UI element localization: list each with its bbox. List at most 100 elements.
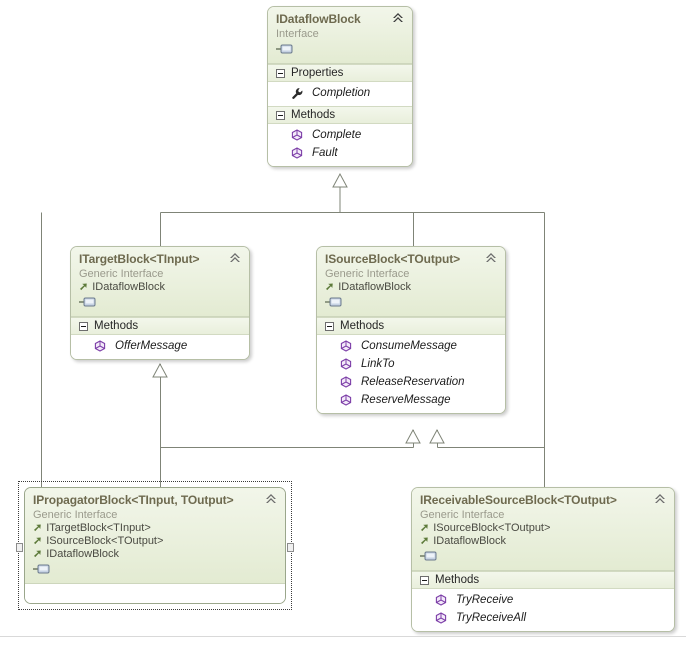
node-header: ITargetBlock<TInput> Generic Interface ➚…	[71, 247, 249, 317]
compartment-header-methods[interactable]: Methods	[317, 317, 505, 335]
class-title: IDataflowBlock	[276, 12, 361, 26]
class-stereotype: Generic Interface	[33, 509, 118, 521]
class-title: ITargetBlock<TInput>	[79, 252, 200, 266]
member-row[interactable]: LinkTo	[317, 355, 505, 373]
compartment-label: Methods	[340, 320, 385, 332]
method-cube-icon	[340, 394, 352, 406]
node-header: IPropagatorBlock<TInput, TOutput> Generi…	[25, 488, 285, 584]
minus-box-icon[interactable]	[276, 68, 285, 78]
base-interface-row: ➚ IDataflowBlock	[79, 281, 241, 294]
compartment-label: Properties	[291, 67, 344, 79]
member-label: LinkTo	[361, 358, 395, 370]
compartment-label: Methods	[94, 320, 139, 332]
lollipop-interface-icon	[276, 44, 293, 54]
chevron-double-up-icon[interactable]	[228, 252, 242, 264]
minus-box-icon[interactable]	[420, 575, 429, 585]
member-row[interactable]: TryReceiveAll	[412, 609, 674, 627]
class-node-ireceivablesourceblock[interactable]: IReceivableSourceBlock<TOutput> Generic …	[411, 487, 675, 632]
member-label: Completion	[312, 87, 371, 99]
node-header: IDataflowBlock Interface	[268, 7, 412, 64]
class-stereotype: Generic Interface	[79, 268, 164, 280]
chevron-double-up-icon[interactable]	[484, 252, 498, 264]
class-stereotype: Interface	[276, 28, 319, 40]
selection-handle-left[interactable]	[16, 543, 23, 552]
member-row[interactable]: OfferMessage	[71, 337, 249, 355]
member-row[interactable]: Completion	[268, 84, 412, 102]
compartment-label: Methods	[435, 574, 480, 586]
inherit-arrow-icon: ➚	[33, 548, 43, 560]
inherit-arrow-icon: ➚	[33, 535, 43, 547]
member-label: Fault	[312, 147, 338, 159]
method-cube-icon	[340, 376, 352, 388]
member-list-methods: ConsumeMessage LinkTo ReleaseReservation	[317, 335, 505, 413]
inherit-arrow-icon: ➚	[325, 281, 335, 293]
inherit-arrow-icon: ➚	[420, 535, 430, 547]
class-stereotype: Generic Interface	[325, 268, 410, 280]
base-interface-row: ➚ ISourceBlock<TOutput>	[33, 535, 277, 548]
base-interface-label: ITargetBlock<TInput>	[46, 522, 151, 534]
minus-box-icon[interactable]	[79, 321, 88, 331]
base-interface-label: IDataflowBlock	[92, 281, 165, 293]
member-label: ReleaseReservation	[361, 376, 465, 388]
member-row[interactable]: Complete	[268, 126, 412, 144]
method-cube-icon	[435, 612, 447, 624]
class-node-ipropagatorblock[interactable]: IPropagatorBlock<TInput, TOutput> Generi…	[24, 487, 286, 604]
member-label: OfferMessage	[115, 340, 188, 352]
minus-box-icon[interactable]	[325, 321, 334, 331]
method-cube-icon	[291, 129, 303, 141]
empty-compartment-area	[25, 584, 285, 603]
member-row[interactable]: Fault	[268, 144, 412, 162]
method-cube-icon	[340, 340, 352, 352]
base-interface-row: ➚ IDataflowBlock	[420, 535, 666, 548]
class-stereotype: Generic Interface	[420, 509, 505, 521]
member-row[interactable]: ReleaseReservation	[317, 373, 505, 391]
member-list-methods: TryReceive TryReceiveAll	[412, 589, 674, 631]
base-interface-row: ➚ IDataflowBlock	[33, 548, 277, 561]
compartment-header-methods[interactable]: Methods	[412, 571, 674, 589]
minus-box-icon[interactable]	[276, 110, 285, 120]
inherit-arrow-icon: ➚	[420, 522, 430, 534]
compartment-header-methods[interactable]: Methods	[71, 317, 249, 335]
base-interface-row: ➚ ITargetBlock<TInput>	[33, 522, 277, 535]
lollipop-interface-icon	[420, 551, 437, 561]
lollipop-interface-icon	[79, 297, 96, 307]
member-row[interactable]: ReserveMessage	[317, 391, 505, 409]
member-row[interactable]: ConsumeMessage	[317, 337, 505, 355]
chevron-double-up-icon[interactable]	[391, 12, 405, 24]
node-header: IReceivableSourceBlock<TOutput> Generic …	[412, 488, 674, 571]
member-label: Complete	[312, 129, 362, 141]
compartment-header-methods[interactable]: Methods	[268, 106, 412, 124]
class-title: IPropagatorBlock<TInput, TOutput>	[33, 493, 234, 507]
class-node-itargetblock[interactable]: ITargetBlock<TInput> Generic Interface ➚…	[70, 246, 250, 360]
base-interface-row: ➚ ISourceBlock<TOutput>	[420, 522, 666, 535]
inherit-arrow-icon: ➚	[33, 522, 43, 534]
class-node-idataflowblock[interactable]: IDataflowBlock Interface Properties Comp…	[267, 6, 413, 167]
base-interface-label: ISourceBlock<TOutput>	[46, 535, 164, 547]
lollipop-interface-icon	[33, 564, 50, 574]
chevron-double-up-icon[interactable]	[653, 493, 667, 505]
member-list-methods: Complete Fault	[268, 124, 412, 166]
compartment-label: Methods	[291, 109, 336, 121]
member-row[interactable]: TryReceive	[412, 591, 674, 609]
member-label: TryReceiveAll	[456, 612, 527, 624]
base-interface-label: IDataflowBlock	[46, 548, 119, 560]
base-interface-label: ISourceBlock<TOutput>	[433, 522, 551, 534]
bottom-divider	[0, 636, 686, 637]
compartment-header-properties[interactable]: Properties	[268, 64, 412, 82]
member-label: ConsumeMessage	[361, 340, 457, 352]
property-wrench-icon	[292, 88, 303, 99]
selection-handle-right[interactable]	[287, 543, 294, 552]
member-list-properties: Completion	[268, 82, 412, 106]
method-cube-icon	[340, 358, 352, 370]
base-interface-label: IDataflowBlock	[338, 281, 411, 293]
method-cube-icon	[291, 147, 303, 159]
arrowhead-to-isourceblock-1	[405, 428, 421, 444]
class-title: IReceivableSourceBlock<TOutput>	[420, 493, 617, 507]
member-list-methods: OfferMessage	[71, 335, 249, 359]
class-node-isourceblock[interactable]: ISourceBlock<TOutput> Generic Interface …	[316, 246, 506, 414]
member-label: TryReceive	[456, 594, 514, 606]
chevron-double-up-icon[interactable]	[264, 493, 278, 505]
arrowhead-to-itargetblock	[152, 362, 168, 378]
class-title: ISourceBlock<TOutput>	[325, 252, 461, 266]
